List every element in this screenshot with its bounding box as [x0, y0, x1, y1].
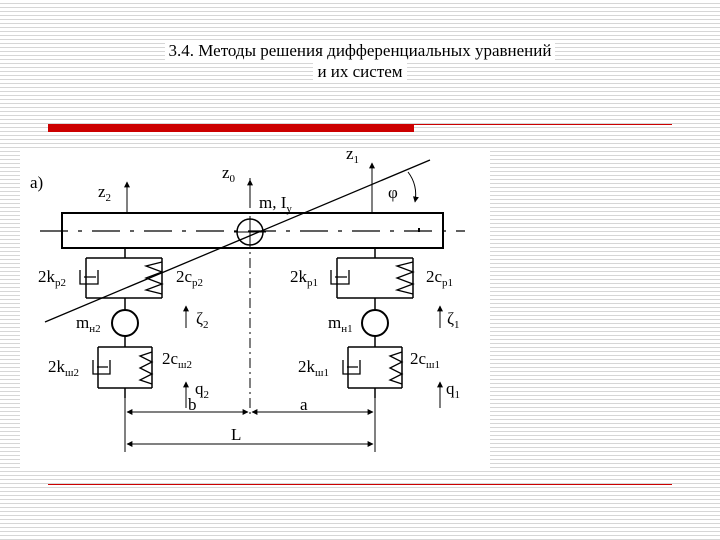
right-suspension — [330, 248, 443, 408]
slide-title-line-2: и их систем — [313, 61, 407, 82]
label-cp2: 2cp2 — [176, 267, 203, 289]
spring-csh2 — [138, 351, 154, 385]
spring-csh1 — [388, 351, 404, 385]
label-mn1: mн1 — [328, 313, 353, 335]
label-a: a — [300, 395, 308, 414]
label-z2: z2 — [98, 182, 111, 204]
label-csh1: 2cш1 — [410, 349, 440, 371]
damper-kp2 — [79, 270, 99, 285]
label-ksh2: 2kш2 — [48, 357, 79, 379]
title-underline-bar — [48, 124, 414, 132]
label-q2: q2 — [195, 379, 209, 401]
damper-ksh1 — [342, 360, 361, 375]
unsprung-mass-2 — [111, 309, 139, 337]
label-q1: q1 — [446, 379, 460, 401]
label-zeta1: ζ1 — [447, 309, 460, 331]
spring-cp2 — [143, 261, 164, 295]
damper-kp1 — [330, 270, 350, 285]
label-mass: m, Iy — [259, 193, 292, 215]
label-csh2: 2cш2 — [162, 349, 192, 371]
panel-label: а) — [30, 173, 43, 192]
label-mn2: mн2 — [76, 313, 101, 335]
dimensions — [124, 398, 376, 452]
slide-title-line-1: 3.4. Методы решения дифференциальных ура… — [164, 40, 556, 61]
slide-title: 3.4. Методы решения дифференциальных ура… — [60, 40, 660, 82]
label-z0: z0 — [222, 163, 236, 185]
label-z1: z1 — [346, 144, 359, 166]
spring-cp1 — [394, 261, 415, 295]
label-phi: φ — [388, 183, 398, 202]
tilted-axis — [44, 159, 431, 323]
left-suspension — [79, 248, 189, 408]
label-cp1: 2cp1 — [426, 267, 453, 289]
damper-ksh2 — [92, 360, 111, 375]
unsprung-mass-1 — [361, 309, 389, 337]
label-zeta2: ζ2 — [196, 309, 209, 331]
phi-arc — [407, 171, 419, 203]
label-kp1: 2kp1 — [290, 267, 318, 289]
label-kp2: 2kp2 — [38, 267, 66, 289]
label-L: L — [231, 425, 241, 444]
title-underline-line — [414, 124, 672, 125]
label-b: b — [188, 395, 197, 414]
label-ksh1: 2kш1 — [298, 357, 329, 379]
bottom-divider — [48, 484, 672, 485]
